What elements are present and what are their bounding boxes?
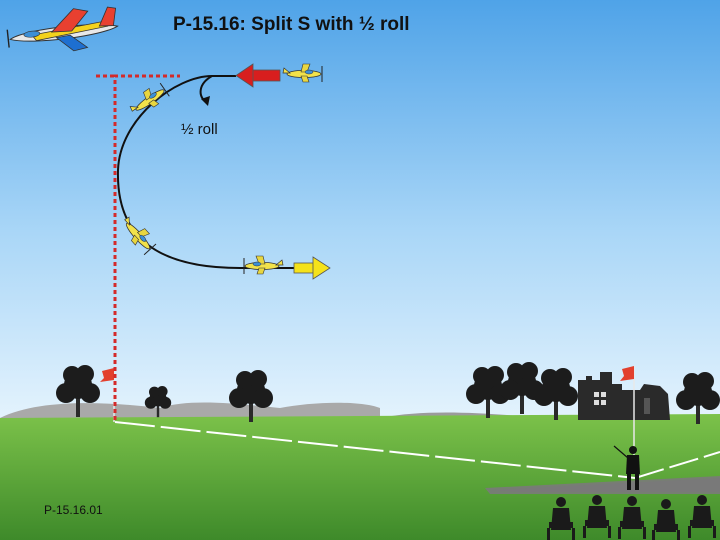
hills	[0, 402, 380, 420]
logo-plane-icon	[6, 6, 119, 52]
roll-arrowhead	[201, 96, 210, 106]
grass-field	[0, 414, 720, 540]
castle-icon	[578, 372, 670, 420]
sky	[0, 0, 720, 420]
roll-annotation: ½ roll	[181, 121, 218, 138]
reference-line	[113, 74, 180, 420]
sight-line-right	[634, 451, 720, 479]
figure-id: P-15.16.01	[44, 503, 103, 517]
sight-line-left	[114, 421, 636, 479]
runway-strip	[485, 476, 720, 494]
flight-path	[116, 75, 296, 269]
exit-arrow-icon	[293, 256, 331, 280]
pilot-icon	[613, 445, 640, 490]
page-title: P-15.16: Split S with ½ roll	[173, 14, 410, 35]
entry-arrow-icon	[235, 63, 281, 88]
